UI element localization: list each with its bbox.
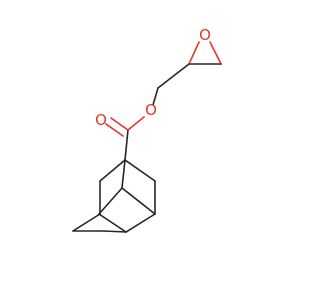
epoxide-bond-ch-o (188, 41, 200, 65)
atom-label-epoxide-oxygen: O (199, 26, 211, 44)
atom-label-carbonyl-oxygen: O (95, 111, 107, 129)
adamantane-cage (72, 159, 156, 233)
cage-bond (103, 230, 127, 233)
bond-ester-o-carbon (127, 116, 145, 131)
bond-carbonyl-double-1 (110, 117, 129, 131)
cage-bond (72, 213, 101, 232)
atom-label-ester-oxygen: O (145, 101, 157, 119)
cage-bond (99, 159, 126, 182)
epoxide-bond-o-ch2 (209, 41, 222, 65)
cage-bond (98, 187, 123, 215)
epoxide-ring (188, 41, 222, 65)
cage-bond (98, 213, 127, 233)
bond-ch2-oxygen (152, 87, 159, 106)
structure-diagram: O O O (72, 26, 222, 233)
cage-bond (125, 213, 156, 233)
cage-bond (121, 187, 156, 215)
cage-bond (121, 159, 126, 189)
cage-bond (124, 159, 156, 182)
bond-carbonyl-carbon-adamantane (124, 129, 129, 161)
bond-epoxide-ch2 (157, 63, 190, 89)
molecule-canvas: O O O (72, 26, 222, 233)
bond-carbonyl-double-2 (105, 123, 124, 137)
